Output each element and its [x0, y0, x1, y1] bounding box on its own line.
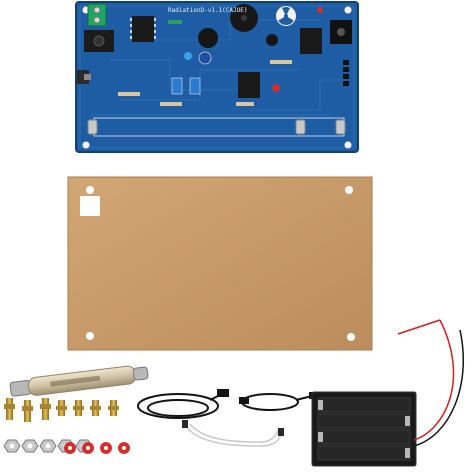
acrylic-base-plate: [67, 176, 373, 351]
battery-wires: [397, 319, 464, 447]
tube-clip: [335, 119, 346, 135]
aa-battery-holder: [311, 391, 417, 467]
protective-film-corner: [80, 196, 100, 216]
ic-chip: [238, 72, 260, 98]
capacitor: [198, 51, 212, 65]
audio-cable: [239, 392, 319, 411]
radiation-symbol-icon: [276, 6, 296, 26]
tube-clip: [87, 119, 98, 135]
mount-hole: [347, 333, 355, 341]
mount-hole: [86, 186, 94, 194]
capacitor: [266, 34, 278, 46]
usb-cable: [137, 389, 229, 419]
geiger-counter-pcb: RadiationD-v1.1(CAJOE): [75, 1, 359, 153]
capacitor: [198, 28, 218, 48]
nuts-and-washers: [3, 439, 130, 454]
mount-hole: [86, 332, 94, 340]
tube-clip: [295, 119, 306, 135]
terminal-block: [87, 3, 107, 27]
brass-standoffs: [4, 398, 119, 422]
mount-hole: [344, 141, 352, 149]
ic-chip: [132, 16, 154, 42]
small-components: [118, 7, 323, 106]
mount-hole: [345, 186, 353, 194]
mount-hole: [82, 141, 90, 149]
jumper-wires: [182, 420, 284, 447]
board-label: RadiationD-v1.1(CAJOE): [168, 7, 247, 14]
mount-hole: [344, 6, 352, 14]
ic-chip: [300, 28, 322, 54]
power-switch: [77, 70, 89, 84]
pin-header: [343, 60, 349, 86]
geiger-tube: [9, 365, 149, 397]
